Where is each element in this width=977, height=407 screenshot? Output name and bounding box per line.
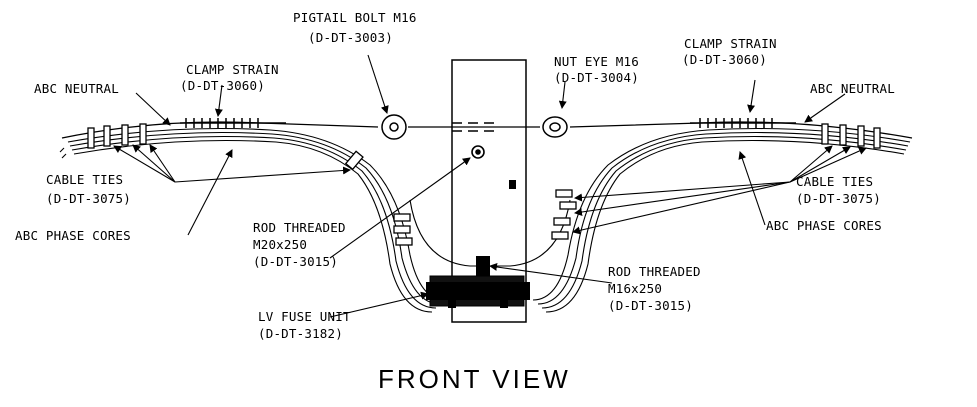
clamp-strain-right xyxy=(690,118,796,128)
lv-fuse-unit xyxy=(426,256,530,308)
view-title: FRONT VIEW xyxy=(378,364,571,394)
cable-ties-right xyxy=(551,123,881,240)
abc-neutral-right-label: ABC NEUTRAL xyxy=(810,81,895,96)
clamp-strain-left-label: CLAMP STRAIN xyxy=(186,62,279,77)
rod-threaded-m16-label: ROD THREADED xyxy=(608,264,701,279)
cable-ties-right-label: CABLE TIES xyxy=(796,174,873,189)
pole xyxy=(451,59,527,323)
pigtail-bolt xyxy=(381,114,500,140)
lv-fuse-unit-code: (D-DT-3182) xyxy=(258,326,343,341)
cable-ties-right-code: (D-DT-3075) xyxy=(796,191,881,206)
pole-bolt-hole xyxy=(509,180,516,189)
leader-lines xyxy=(113,54,867,318)
clamp-strain-right-code: (D-DT-3060) xyxy=(682,52,767,67)
clamp-strain-right-label: CLAMP STRAIN xyxy=(684,36,777,51)
abc-phase-cores-left-label: ABC PHASE CORES xyxy=(15,228,131,243)
rod-threaded-m20-label: ROD THREADED xyxy=(253,220,346,235)
cable-ties-left-code: (D-DT-3075) xyxy=(46,191,131,206)
abc-phase-cores-right-label: ABC PHASE CORES xyxy=(766,218,882,233)
rod-threaded-m20 xyxy=(471,145,485,159)
abc-phase-cores-right xyxy=(532,127,911,313)
pigtail-bolt-label: PIGTAIL BOLT M16 xyxy=(293,10,417,25)
rod-threaded-m20-code: (D-DT-3015) xyxy=(253,254,338,269)
lv-fuse-unit-label: LV FUSE UNIT xyxy=(258,309,351,324)
rod-threaded-m20-size: M20x250 xyxy=(253,237,307,252)
nut-eye xyxy=(542,116,568,138)
clamp-strain-left xyxy=(180,118,286,128)
abc-neutral-left-label: ABC NEUTRAL xyxy=(34,81,119,96)
abc-neutral-wire xyxy=(61,121,913,139)
rod-threaded-m16-size: M16x250 xyxy=(608,281,662,296)
clamp-strain-left-code: (D-DT-3060) xyxy=(180,78,265,93)
rod-threaded-m16-code: (D-DT-3015) xyxy=(608,298,693,313)
nut-eye-label: NUT EYE M16 xyxy=(554,54,639,69)
cable-ties-left-label: CABLE TIES xyxy=(46,172,123,187)
pigtail-bolt-code: (D-DT-3003) xyxy=(308,30,393,45)
cable-ties-left xyxy=(87,123,413,246)
nut-eye-code: (D-DT-3004) xyxy=(554,70,639,85)
